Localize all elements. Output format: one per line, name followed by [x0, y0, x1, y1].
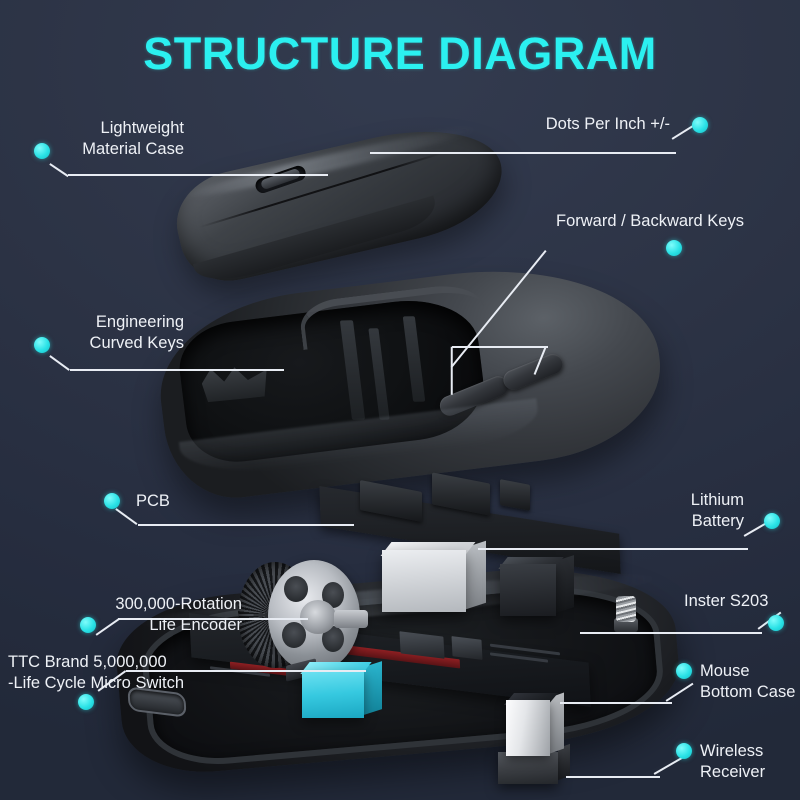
callout-dot-dots-per-inch[interactable] — [692, 117, 708, 133]
leader-dpi-horizontal — [370, 152, 676, 154]
leader-lightweight-diagonal — [49, 163, 69, 177]
callout-line: Wireless — [700, 742, 764, 760]
micro-switch-side — [364, 661, 382, 715]
callout-line: Curved Keys — [89, 334, 184, 352]
callout-line: Dots Per Inch +/- — [545, 115, 670, 133]
callout-pcb: PCB — [136, 491, 256, 512]
sensor-face — [500, 564, 556, 616]
callout-mouse-bottom-case: Mouse Bottom Case — [700, 661, 800, 703]
battery-face — [382, 550, 466, 612]
part-scroll-encoder — [238, 556, 368, 686]
callout-line: Life Encoder — [149, 616, 242, 634]
leader-curvedkeys-diagonal — [49, 355, 70, 371]
callout-wireless-receiver: Wireless Receiver — [700, 741, 800, 783]
leader-pcb-diagonal — [115, 508, 138, 525]
encoder-shaft — [334, 610, 368, 628]
callout-dots-per-inch: Dots Per Inch +/- — [380, 114, 670, 135]
callout-forward-backward-keys: Forward / Backward Keys — [556, 211, 796, 232]
micro-switch-face — [302, 670, 364, 718]
receiver-base — [498, 752, 558, 784]
callout-dot-inster-s203[interactable] — [768, 615, 784, 631]
leader-pcb-horizontal — [138, 524, 354, 526]
part-body-shell — [149, 250, 680, 515]
callout-line: Forward / Backward Keys — [556, 212, 744, 230]
callout-dot-mouse-bottom-case[interactable] — [676, 663, 692, 679]
part-screw-boss — [614, 596, 640, 634]
leader-sensor-horizontal — [580, 632, 762, 634]
callout-line: PCB — [136, 492, 170, 510]
board-component — [451, 636, 483, 660]
callout-line: Inster S203 — [684, 592, 769, 610]
callout-dot-wireless-receiver[interactable] — [676, 743, 692, 759]
callout-line: Mouse — [700, 662, 750, 680]
part-wireless-receiver — [496, 692, 570, 790]
callout-line: Lithium — [690, 491, 744, 509]
leader-dpi-diagonal — [671, 124, 695, 140]
callout-dot-lithium-battery[interactable] — [764, 513, 780, 529]
page-title: STRUCTURE DIAGRAM — [143, 28, 657, 79]
pcb-chip — [500, 479, 530, 511]
callout-line: Receiver — [700, 763, 766, 781]
leader-bottomcase-horizontal — [560, 702, 672, 704]
callout-dot-forward-backward-keys[interactable] — [666, 240, 682, 256]
part-lithium-battery — [380, 540, 486, 612]
callout-line: -Life Cycle Micro Switch — [8, 674, 185, 692]
callout-dot-engineering-curved-keys[interactable] — [34, 337, 50, 353]
leader-encoder-horizontal — [118, 618, 308, 620]
callout-lithium-battery: Lithium Battery — [600, 490, 744, 532]
callout-dot-lightweight-material-case[interactable] — [34, 143, 50, 159]
sensor-side — [556, 555, 574, 613]
callout-ttc-micro-switch: TTC Brand 5,000,000 -Life Cycle Micro Sw… — [8, 652, 218, 694]
leader-receiver-horizontal — [566, 776, 660, 778]
callout-line: Battery — [691, 512, 744, 530]
leader-lightweight-horizontal — [68, 174, 328, 176]
callout-inster-s203: Inster S203 — [684, 591, 800, 612]
callout-rotation-life-encoder: 300,000-Rotation Life Encoder — [60, 594, 242, 636]
leader-fbkeys-horizontal — [452, 346, 548, 348]
callout-line: Bottom Case — [700, 683, 796, 701]
callout-engineering-curved-keys: Engineering Curved Keys — [0, 312, 184, 354]
leader-fbkeys-drop — [451, 346, 453, 395]
callout-line: Engineering — [95, 313, 184, 331]
callout-dot-rotation-life-encoder[interactable] — [80, 617, 96, 633]
callout-dot-pcb[interactable] — [104, 493, 120, 509]
callout-dot-ttc-micro-switch[interactable] — [78, 694, 94, 710]
battery-side — [466, 540, 486, 610]
callout-line: 300,000-Rotation — [115, 595, 242, 613]
encoder-spoke-hole — [284, 576, 308, 602]
callout-line: Material Case — [82, 140, 184, 158]
encoder-axle — [300, 600, 336, 634]
receiver-connector — [506, 700, 550, 756]
callout-line: Lightweight — [100, 119, 184, 137]
part-micro-switch — [286, 658, 388, 722]
part-sensor-module — [498, 555, 574, 618]
leader-curvedkeys-horizontal — [70, 369, 284, 371]
encoder-spoke-hole — [322, 626, 344, 652]
callout-lightweight-material-case: Lightweight Material Case — [0, 118, 184, 160]
callout-line: TTC Brand 5,000,000 — [8, 653, 167, 671]
screw-thread — [616, 596, 636, 622]
leader-battery-horizontal — [478, 548, 748, 550]
encoder-spoke-hole — [322, 582, 344, 608]
leader-switch-horizontal — [126, 670, 366, 672]
